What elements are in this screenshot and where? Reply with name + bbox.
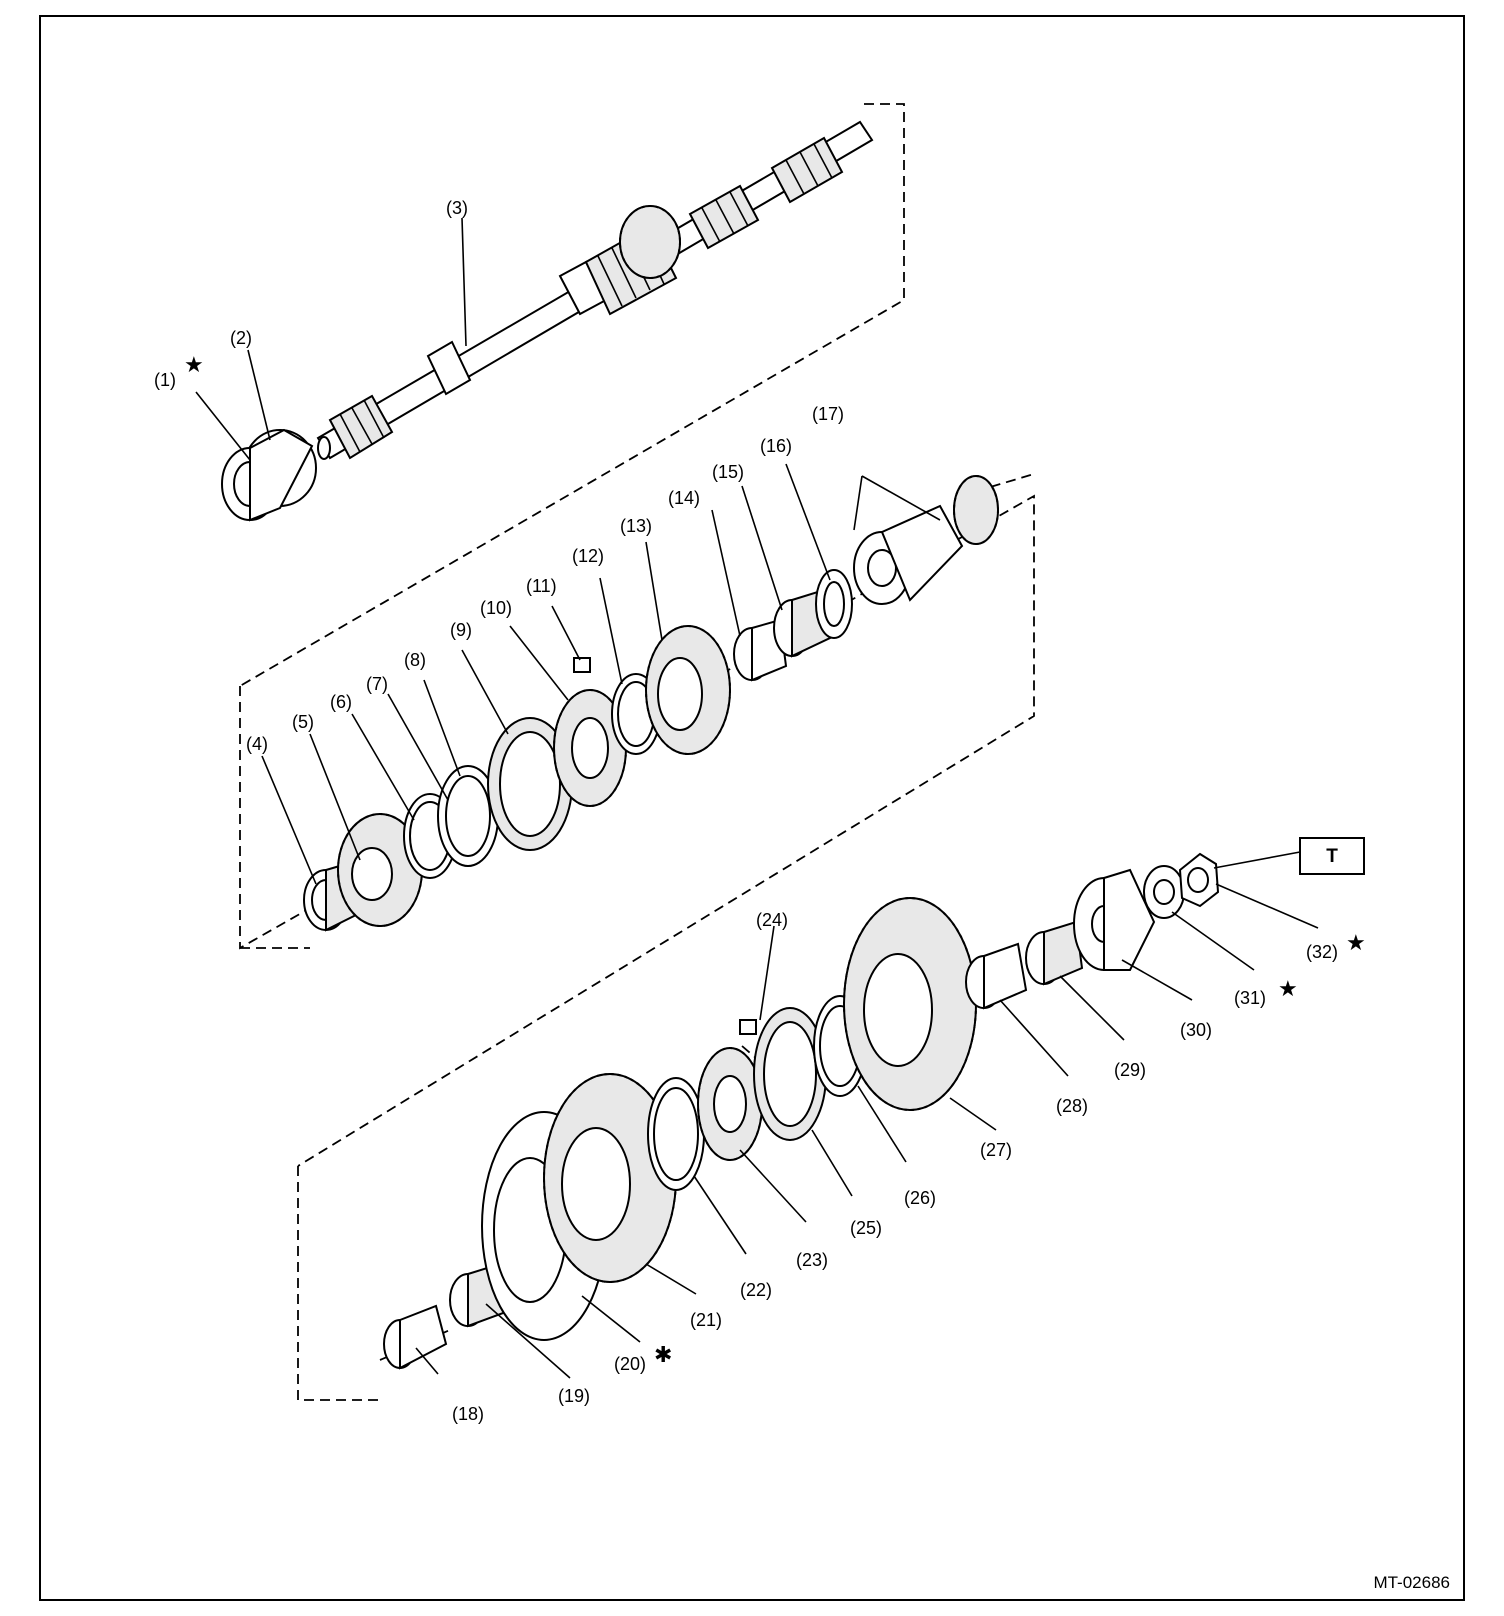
nut-32 <box>1178 852 1220 908</box>
main-shaft <box>316 120 874 460</box>
gear-assembly-17 <box>853 475 999 605</box>
label-part-27: (27) <box>980 1140 1012 1160</box>
label-part-25: (25) <box>850 1218 882 1238</box>
hub-10 <box>553 689 627 807</box>
collar-18 <box>383 1304 448 1370</box>
label-part-23: (23) <box>796 1250 828 1270</box>
torque-box-text: T <box>1326 846 1338 867</box>
gear-13 <box>645 625 731 755</box>
label-part-5: (5) <box>292 712 314 732</box>
label-part-3: (3) <box>446 198 468 218</box>
label-part-8: (8) <box>404 650 426 670</box>
shaft-spline-rear <box>328 394 394 460</box>
washer-31 <box>1143 865 1185 919</box>
shaft-splines-front <box>688 136 844 250</box>
label-part-24: (24) <box>756 910 788 930</box>
star-mark-32: ★ <box>1346 930 1366 955</box>
label-part-17: (17) <box>812 404 844 424</box>
label-part-29: (29) <box>1114 1060 1146 1080</box>
torque-box: T <box>1299 837 1365 875</box>
ring-7-8 <box>437 765 499 867</box>
label-part-21: (21) <box>690 1310 722 1330</box>
key-24 <box>739 1019 757 1035</box>
washer-16 <box>815 569 853 639</box>
label-part-20: (20) <box>614 1354 646 1374</box>
diagram-border <box>39 15 1465 1601</box>
collar-14 <box>733 618 788 682</box>
label-part-7: (7) <box>366 674 388 694</box>
label-part-30: (30) <box>1180 1020 1212 1040</box>
label-part-31: (31) <box>1234 988 1266 1008</box>
label-part-22: (22) <box>740 1280 772 1300</box>
key-11 <box>573 657 591 673</box>
leader-lines <box>195 217 1319 1379</box>
label-part-18: (18) <box>452 1404 484 1424</box>
dashed-outline-shaft <box>239 103 905 687</box>
dashed-outline-middle <box>239 473 1035 1167</box>
bearing-part-1-2 <box>221 428 317 522</box>
star-mark-1: ★ <box>184 352 204 377</box>
label-part-26: (26) <box>904 1188 936 1208</box>
shaft-gear <box>619 205 681 279</box>
label-part-19: (19) <box>558 1386 590 1406</box>
gear-21 <box>543 1073 677 1283</box>
label-part-14: (14) <box>668 488 700 508</box>
label-part-16: (16) <box>760 436 792 456</box>
label-part-28: (28) <box>1056 1096 1088 1116</box>
label-part-4: (4) <box>246 734 268 754</box>
bearing-30 <box>1073 868 1156 971</box>
hub-23 <box>697 1047 763 1161</box>
label-part-12: (12) <box>572 546 604 566</box>
label-part-2: (2) <box>230 328 252 348</box>
gear-5 <box>337 813 423 927</box>
ring-22 <box>647 1077 705 1191</box>
part-labels: (1) ★ (2) (3) (4) (5) (6) (7) (8) (9) (1… <box>154 198 1366 1424</box>
gear-27 <box>843 897 977 1111</box>
reference-code: MT-02686 <box>1373 1573 1450 1592</box>
label-part-32: (32) <box>1306 942 1338 962</box>
asterisk-mark-20: ✱ <box>654 1342 672 1367</box>
label-part-15: (15) <box>712 462 744 482</box>
needle-bearing-29 <box>1025 920 1084 986</box>
label-part-9: (9) <box>450 620 472 640</box>
label-part-11: (11) <box>526 576 557 596</box>
collar-28 <box>965 942 1028 1010</box>
label-part-6: (6) <box>330 692 352 712</box>
label-part-13: (13) <box>620 516 652 536</box>
label-part-10: (10) <box>480 598 512 618</box>
star-mark-31: ★ <box>1278 976 1298 1001</box>
shaft-collar <box>426 340 472 396</box>
label-part-1: (1) <box>154 370 176 390</box>
